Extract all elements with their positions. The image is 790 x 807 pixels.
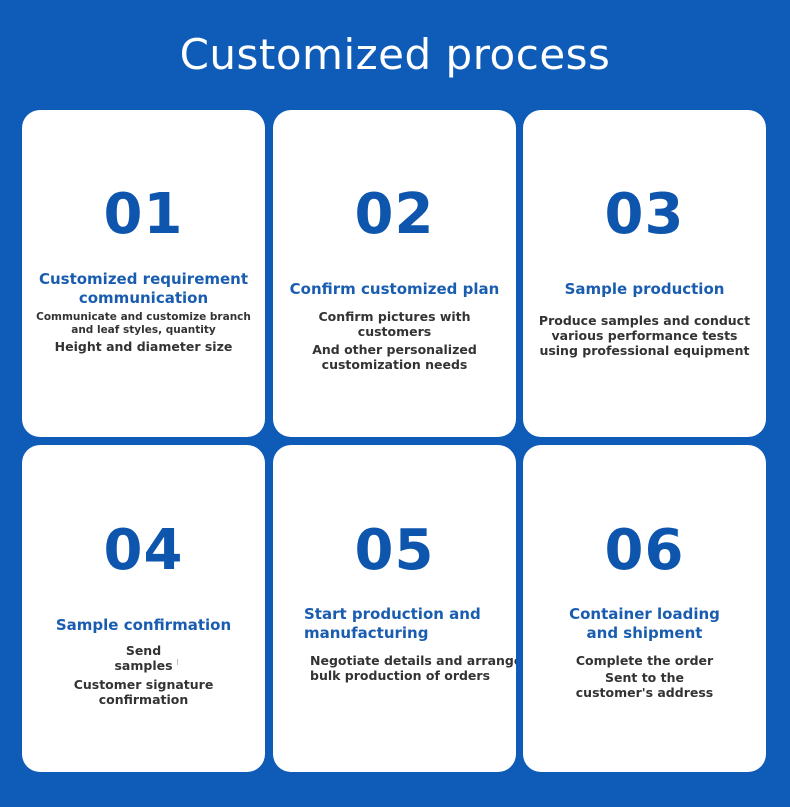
- step-description: Send samples Customer signature confirma…: [73, 643, 214, 707]
- step-number: 02: [354, 182, 435, 247]
- step-description: Produce samples and conduct various perf…: [538, 313, 751, 358]
- page-title: Customized process: [179, 30, 611, 79]
- step-description: Complete the order Sent to the customer'…: [575, 653, 714, 700]
- step-number: 04: [103, 518, 184, 583]
- step-description: Communicate and customize branch and lea…: [36, 311, 251, 354]
- step-card-04: 04 Sample confirmation Send samples Cust…: [22, 445, 265, 772]
- step-card-06: 06 Container loading and shipment Comple…: [523, 445, 766, 772]
- step-heading: Start production and manufacturing: [304, 605, 481, 642]
- step-number: 05: [354, 518, 435, 583]
- step-heading: Confirm customized plan: [289, 280, 500, 298]
- step-heading: Sample production: [564, 280, 725, 298]
- step-heading: Container loading and shipment: [569, 605, 720, 642]
- step-number: 06: [604, 518, 685, 583]
- step-heading: Sample confirmation: [55, 616, 232, 634]
- divider-mark: [177, 659, 178, 665]
- step-number: 01: [103, 182, 184, 247]
- step-description: Confirm pictures with customers And othe…: [312, 309, 477, 372]
- step-card-01: 01 Customized requirement communication …: [22, 110, 265, 437]
- step-card-03: 03 Sample production Produce samples and…: [523, 110, 766, 437]
- step-heading: Customized requirement communication: [38, 270, 249, 307]
- step-card-05: 05 Start production and manufacturing Ne…: [273, 445, 516, 772]
- step-number: 03: [604, 182, 685, 247]
- step-description: Negotiate details and arrange bulk produ…: [310, 653, 516, 683]
- step-card-02: 02 Confirm customized plan Confirm pictu…: [273, 110, 516, 437]
